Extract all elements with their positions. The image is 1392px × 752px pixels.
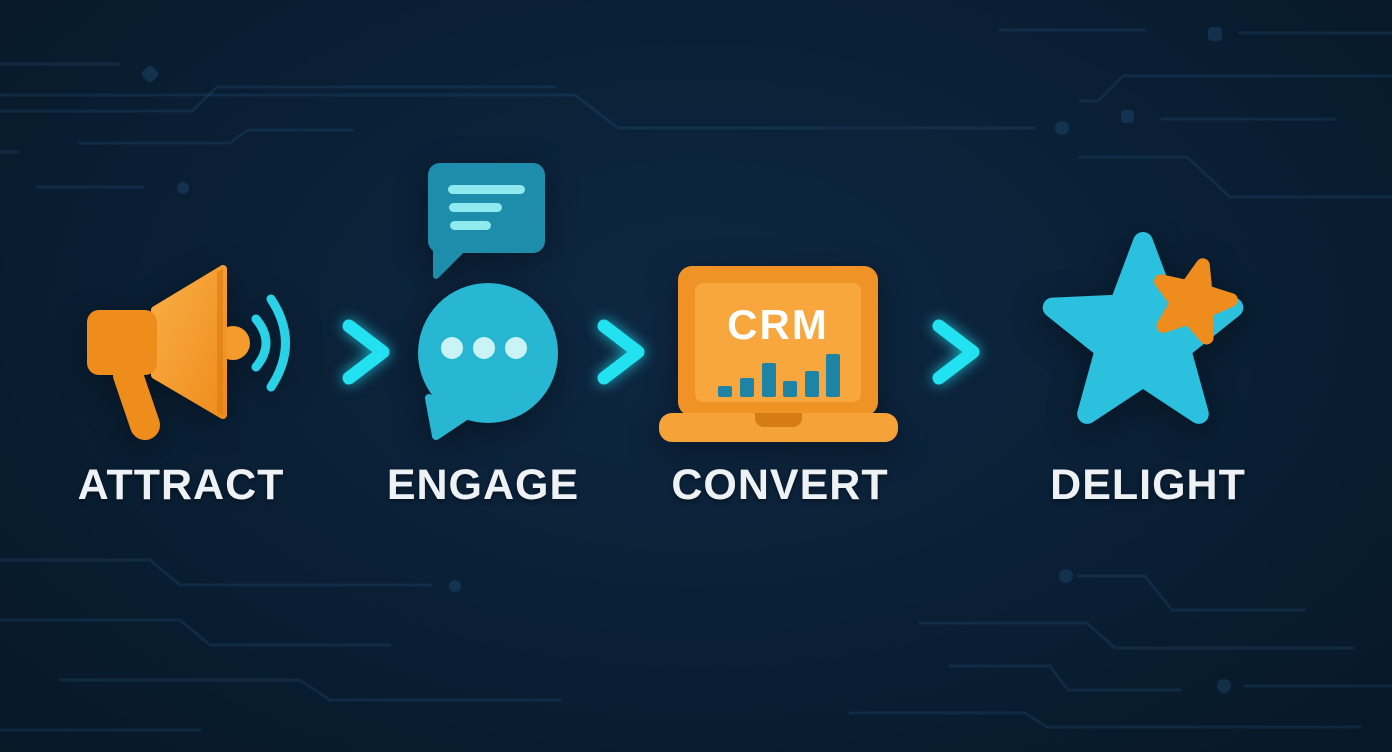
sound-waves-icon <box>251 294 290 392</box>
speech-bubble-rect <box>428 163 545 279</box>
megaphone-icon <box>87 265 290 440</box>
stage-label-delight: DELIGHT <box>1050 461 1246 509</box>
megaphone-cone <box>151 265 227 419</box>
megaphone-handle <box>113 360 160 440</box>
star-icon <box>1042 232 1244 424</box>
laptop-screen <box>695 283 861 402</box>
typing-dots <box>441 337 527 359</box>
flow-arrow-icon <box>552 319 645 385</box>
small-star <box>1154 258 1238 345</box>
laptop-base <box>659 413 898 442</box>
stage-label-engage: ENGAGE <box>386 461 580 509</box>
flow-arrow-icon <box>297 319 390 385</box>
bar-chart-icon <box>718 354 840 397</box>
stage-label-attract: ATTRACT <box>77 461 285 509</box>
speech-bubble-round <box>418 283 558 440</box>
chat-bubbles-icon <box>418 163 558 440</box>
megaphone-back <box>87 310 157 375</box>
crm-screen-text: CRM <box>727 301 829 348</box>
flow-arrow-icon <box>887 319 980 385</box>
crm-laptop-icon: CRM <box>659 266 898 442</box>
text-lines <box>448 185 525 230</box>
stage-label-convert: CONVERT <box>671 461 889 509</box>
